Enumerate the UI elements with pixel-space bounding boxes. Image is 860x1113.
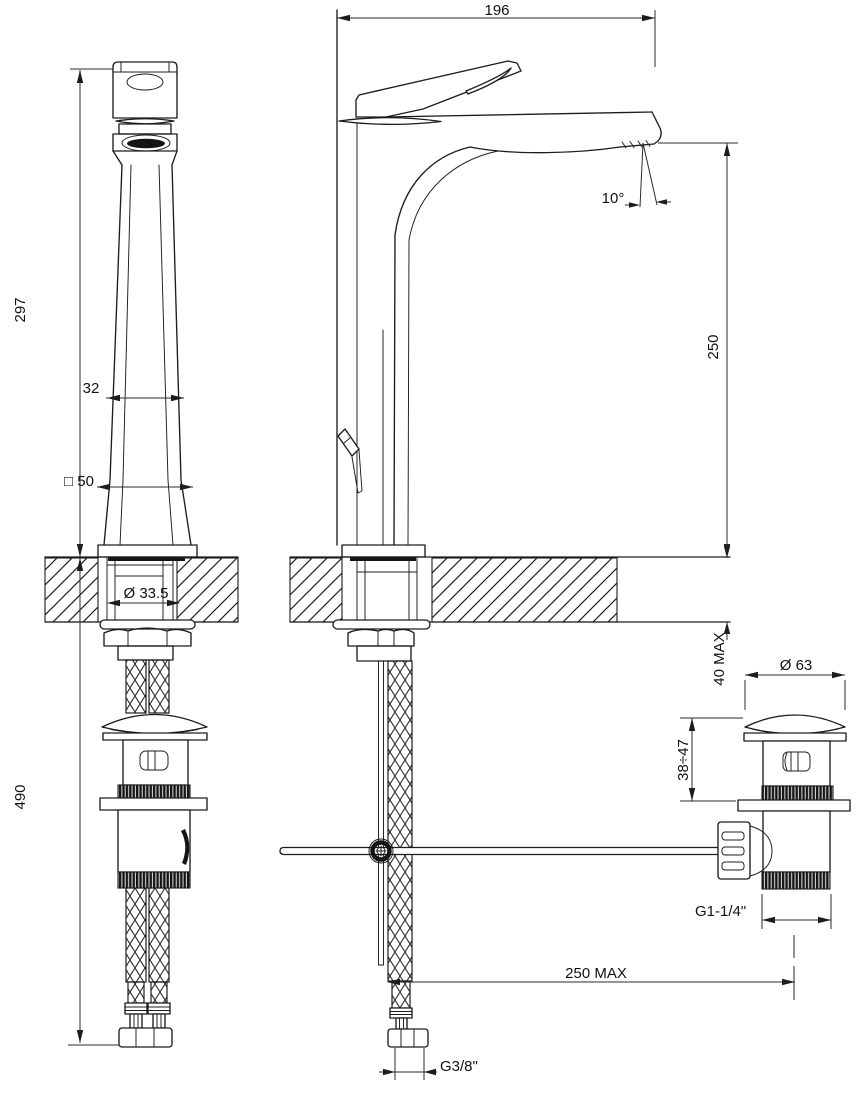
mounting-hardware-side [332,619,431,662]
waste-detail-view: Ø 63 38÷47 G1-1/4" [675,657,851,929]
dim-label-spout-projection: 196 [484,2,509,19]
mounting-hardware-front [99,619,196,661]
side-view-dimensions: 196 10° 250 40 MAX 250 MAX G3/8" [337,2,795,1080]
front-view: 297 490 32 □ 50 Ø 33.5 [12,61,239,1048]
waste-tailpiece-thread [761,871,831,890]
dim-label-rod-reach: 250 MAX [565,965,627,982]
dim-label-cap-diameter: Ø 63 [780,657,813,674]
hose-nut-side [387,1028,429,1048]
spout-outlet [619,111,662,148]
faucet-front [97,61,198,561]
countertop-section-side [289,556,731,623]
faucet-side [336,9,662,561]
hose-nuts-front [118,1027,173,1048]
handle-face-oval [126,73,164,91]
dim-label-top-width: 32 [83,380,100,397]
handle-lever [355,60,522,118]
dim-label-waste-thread: G1-1/4" [695,903,746,920]
supply-hose-side [378,660,429,1048]
dim-label-supply-thread: G3/8" [440,1058,478,1075]
dim-label-under-counter-depth: 490 [12,784,29,809]
side-view: 196 10° 250 40 MAX 250 MAX G3/8" [279,2,795,1080]
waste-flange [737,799,851,812]
dim-label-height: 297 [12,297,29,322]
dim-label-counter-thickness: 40 MAX [711,632,728,685]
supply-hoses-front [118,659,173,1048]
waste-dimensions: Ø 63 38÷47 G1-1/4" [675,657,846,929]
rod-adjuster-knob [717,821,773,880]
base-plate [97,544,198,558]
dim-label-base-square: □ 50 [64,473,94,490]
dim-label-outlet-height: 250 [705,334,722,359]
drain-rod-knob [337,428,363,494]
actuation-rod [279,838,719,864]
front-view-dimensions: 297 490 32 □ 50 Ø 33.5 [12,68,193,1046]
waste-cap [744,714,846,735]
rod-clamp-screw [368,838,394,864]
dim-label-hole-diameter: Ø 33.5 [123,585,168,602]
dim-label-stream-angle: 10° [602,190,625,207]
pop-up-rod [378,660,384,966]
pop-up-waste-front [99,713,208,889]
horizontal-rod [279,846,719,856]
aerator-outlet [127,138,165,149]
dim-label-adjust-range: 38÷47 [675,739,692,781]
countertop-section-front [44,556,239,623]
